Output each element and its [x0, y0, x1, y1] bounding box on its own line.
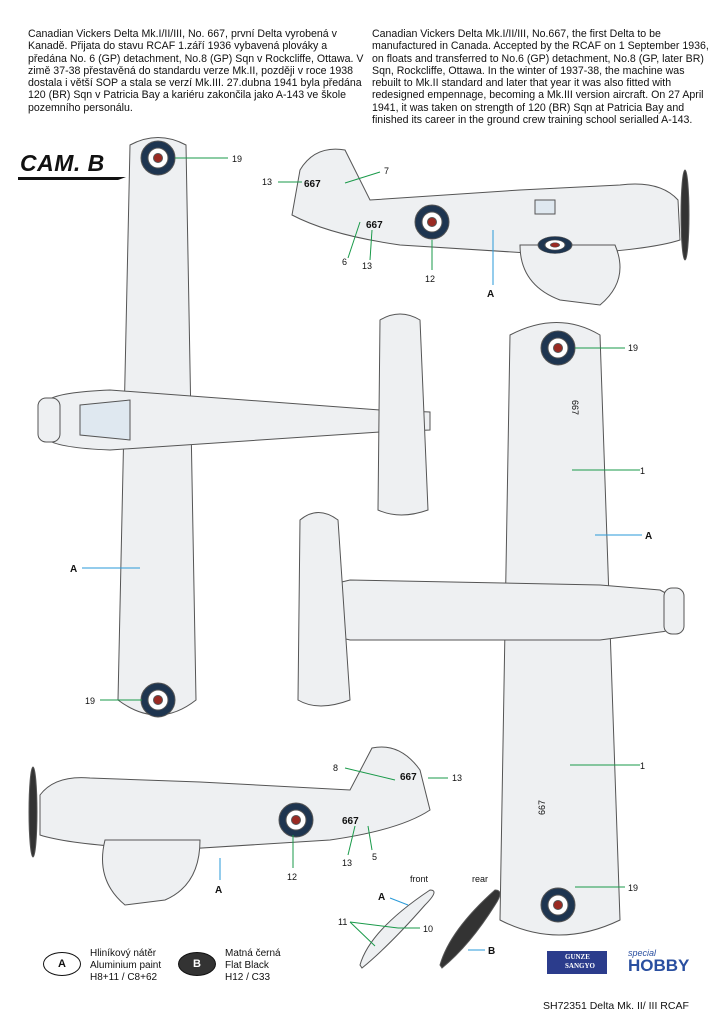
legend-name-en: Aluminium paint [90, 960, 162, 971]
serial-fin: 667 [304, 179, 321, 190]
legend-aluminium: Hliníkový nátěr Aluminium paint H8+11 / … [90, 948, 161, 984]
callout-label: 12 [287, 872, 297, 882]
callout-label: 7 [384, 166, 389, 176]
legend-name-cz: Hliníkový nátěr [90, 948, 157, 959]
roundel-icon [540, 330, 576, 366]
callout-label: A [70, 564, 77, 575]
description-english: Canadian Vickers Delta Mk.I/II/III, No.6… [372, 28, 709, 127]
kit-footer: SH72351 Delta Mk. II/ III RCAF [543, 1000, 689, 1012]
serial-fuselage: 667 [342, 816, 359, 827]
logo-text: special [628, 948, 657, 958]
roundel-icon [414, 204, 450, 240]
propeller-front [359, 889, 435, 969]
legend-paint-ref: H12 / C33 [225, 972, 271, 983]
callout-label: A [487, 289, 494, 300]
roundel-icon [537, 236, 573, 254]
serial-fuselage: 667 [366, 220, 383, 231]
roundel-icon [278, 802, 314, 838]
propeller-front-label: front [410, 874, 429, 884]
callout-label: 13 [262, 177, 272, 187]
callout-label: 6 [342, 257, 347, 267]
callout-label: 8 [333, 763, 338, 773]
special-hobby-logo: special HOBBY [628, 948, 690, 975]
roundel-icon [540, 887, 576, 923]
gunze-sangyo-logo: GUNZE SANGYO [547, 951, 607, 974]
callout-label: 13 [362, 261, 372, 271]
propeller-rear-label: rear [472, 874, 488, 884]
callout-label: 19 [628, 343, 638, 353]
legend-name-cz: Matná černá [225, 948, 281, 959]
serial-wing-lower: 667 [537, 800, 547, 815]
callout-label: A [645, 531, 652, 542]
callout-label: 1 [640, 466, 645, 476]
callout-label: 1 [640, 761, 645, 771]
legend-flat-black: Matná černá Flat Black H12 / C33 [225, 948, 281, 984]
callout-label: A [215, 885, 222, 896]
callout-label: 19 [628, 883, 638, 893]
paint-badge-b: B [178, 952, 216, 976]
callout-label: 11 [338, 917, 347, 927]
paint-badge-a: A [43, 952, 81, 976]
roundel-icon [140, 140, 176, 176]
bottom-view-aircraft: 667 667 [297, 322, 685, 936]
camouflage-label: CAM. B [20, 150, 105, 176]
callout-label: B [488, 946, 495, 957]
camouflage-underline [18, 177, 126, 180]
callout-label: 5 [372, 852, 377, 862]
callout-label: 10 [423, 924, 433, 934]
callout-label: 12 [425, 274, 435, 284]
description-czech: Canadian Vickers Delta Mk.I/II/III, No. … [28, 28, 364, 114]
callout-label: 13 [342, 858, 352, 868]
callout-labels: 19 7 13 6 13 12 A 19 1 A A 19 1 19 8 13 … [70, 154, 652, 957]
roundel-icon [140, 682, 176, 718]
callout-label: 13 [452, 773, 462, 783]
logo-text: HOBBY [628, 956, 690, 975]
legend-paint-ref: H8+11 / C8+62 [90, 972, 158, 983]
serial-fin: 667 [400, 772, 417, 783]
callout-label: A [378, 892, 385, 903]
side-view-aircraft-bottom: 667 667 [28, 746, 431, 906]
logo-text: SANGYO [565, 962, 595, 970]
logo-text: GUNZE [565, 953, 590, 961]
legend-name-en: Flat Black [225, 960, 269, 971]
callout-label: 19 [232, 154, 242, 164]
callout-label: 19 [85, 696, 95, 706]
side-view-aircraft-top: 667 667 [291, 148, 690, 306]
top-view-aircraft [37, 137, 431, 718]
serial-wing-upper: 667 [570, 400, 580, 415]
propeller-rear [439, 889, 501, 969]
